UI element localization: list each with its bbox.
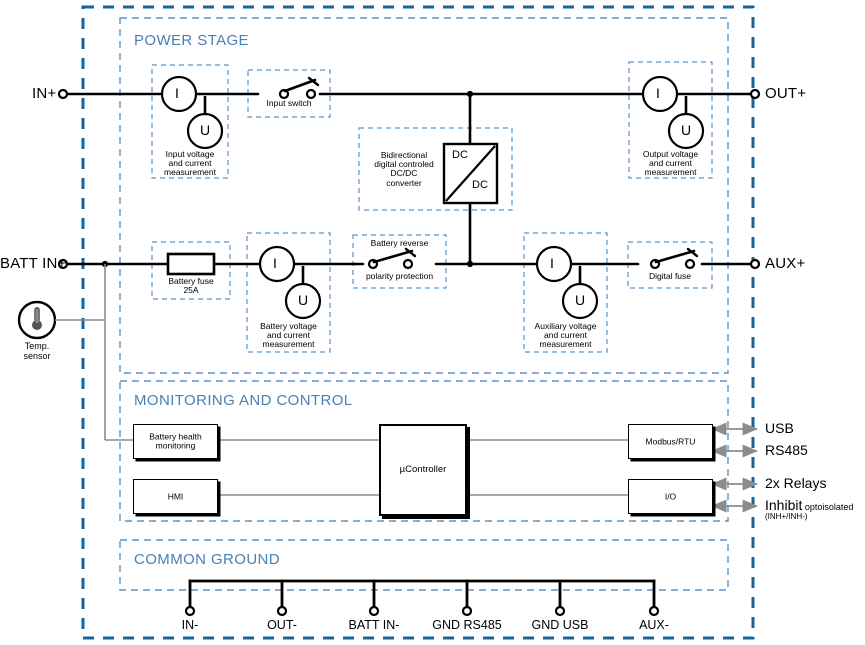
reverse-polarity-caption-bottom: polarity protection <box>365 271 434 281</box>
aux-measurement-boundary <box>523 232 608 353</box>
battery-health-monitoring-label: Battery health monitoring <box>149 431 202 451</box>
ground-label-out-minus: OUT- <box>267 618 297 632</box>
battery-current-meter <box>258 245 296 283</box>
section-title-power-stage: POWER STAGE <box>134 32 249 49</box>
inhibit-name: Inhibit <box>765 497 803 513</box>
ground-boundary <box>119 539 729 591</box>
battery-measurement-caption: Battery voltage and current measurement <box>260 321 317 350</box>
hmi-block[interactable]: HMI <box>133 479 218 514</box>
terminal-label-in-plus: IN+ <box>32 85 57 102</box>
output-measurement-caption: Output voltage and current measurement <box>642 149 699 178</box>
dcdc-symbol-top-label: DC <box>452 149 468 161</box>
temp-sensor-symbol <box>17 300 57 340</box>
section-title-ground: COMMON GROUND <box>134 551 281 568</box>
reverse-polarity-symbol <box>367 247 417 270</box>
terminal-label-aux-plus: AUX+ <box>765 255 806 272</box>
battery-measurement-boundary <box>246 232 331 353</box>
input-measurement-boundary <box>151 64 229 179</box>
section-title-monitoring: MONITORING AND CONTROL <box>134 392 353 409</box>
ground-terminal-in <box>184 605 196 617</box>
input-measurement-caption: Input voltage and current measurement <box>164 149 216 178</box>
input-voltage-meter-label: U <box>200 122 211 138</box>
input-current-meter-label: I <box>175 85 179 101</box>
ground-terminal-batt <box>368 605 380 617</box>
dcdc-converter-symbol <box>442 142 499 205</box>
temp-sensor-label: Temp. sensor <box>7 341 67 361</box>
interface-label-relays: 2x Relays <box>765 475 827 491</box>
interface-label-rs485: RS485 <box>765 442 808 458</box>
aux-current-meter <box>535 245 573 283</box>
ground-terminal-usb <box>554 605 566 617</box>
ground-terminal-out <box>276 605 288 617</box>
output-current-meter <box>641 75 679 113</box>
dcdc-caption: Bidirectional digital controled DC/DC co… <box>374 150 434 188</box>
reverse-polarity-boundary <box>352 234 447 289</box>
input-switch-caption: Input switch <box>266 98 312 108</box>
battery-voltage-meter-label: U <box>298 292 309 308</box>
dcdc-boundary <box>358 127 513 211</box>
terminal-aux-plus <box>749 258 761 270</box>
battery-fuse-symbol <box>166 252 216 276</box>
battery-fuse-caption: Battery fuse 25A <box>168 276 214 296</box>
terminal-batt-in-plus <box>57 258 69 270</box>
ground-label-in-minus: IN- <box>181 618 199 632</box>
reverse-polarity-caption-top: Battery reverse <box>370 238 429 248</box>
junction-dcdc-top <box>466 90 474 98</box>
modbus-rtu-label: Modbus/RTU <box>645 435 696 446</box>
battery-health-monitoring-block[interactable]: Battery health monitoring <box>133 424 218 459</box>
input-switch-symbol <box>278 76 320 100</box>
aux-voltage-meter-label: U <box>575 292 586 308</box>
aux-measurement-caption: Auxiliary voltage and current measuremen… <box>534 321 597 350</box>
digital-fuse-symbol <box>649 247 699 270</box>
terminal-label-out-plus: OUT+ <box>765 85 807 102</box>
interface-label-usb: USB <box>765 420 794 436</box>
ground-terminal-aux <box>648 605 660 617</box>
battery-current-meter-label: I <box>273 255 277 271</box>
aux-current-meter-label: I <box>550 255 554 271</box>
temp-sensor-label-line2: sensor <box>23 350 51 361</box>
hmi-label: HMI <box>167 490 184 501</box>
output-voltage-meter-label: U <box>681 122 692 138</box>
temp-sensor-label-line1: Temp. <box>24 341 50 351</box>
terminal-out-plus <box>749 88 761 100</box>
inhibit-detail: (INH+/INH-) <box>765 512 808 521</box>
io-block[interactable]: I/O <box>628 479 713 514</box>
digital-fuse-caption: Digital fuse <box>648 271 692 281</box>
junction-dcdc-bottom <box>466 260 474 268</box>
power-stage-boundary <box>119 17 729 374</box>
modbus-rtu-block[interactable]: Modbus/RTU <box>628 424 713 459</box>
dcdc-symbol-bottom-label: DC <box>472 179 488 191</box>
ground-terminal-rs485 <box>461 605 473 617</box>
input-current-meter <box>160 75 198 113</box>
device-boundary <box>81 5 755 640</box>
terminal-in-plus <box>57 88 69 100</box>
ground-label-gnd-usb: GND USB <box>531 618 589 632</box>
io-label: I/O <box>664 490 677 501</box>
output-current-meter-label: I <box>656 85 660 101</box>
ucontroller-block[interactable]: µController <box>379 424 467 516</box>
ucontroller-label: µController <box>399 463 447 475</box>
ground-label-batt-in-minus: BATT IN- <box>348 618 400 632</box>
battery-fuse-boundary <box>151 241 231 300</box>
inhibit-sublabel: optoisolated <box>804 502 854 512</box>
ground-label-gnd-rs485: GND RS485 <box>432 618 502 632</box>
ground-label-aux-minus: AUX- <box>639 618 669 632</box>
interface-label-inhibit: Inhibit optoisolated (INH+/INH-) <box>765 497 853 521</box>
terminal-label-batt-in-plus: BATT IN+ <box>0 255 67 272</box>
